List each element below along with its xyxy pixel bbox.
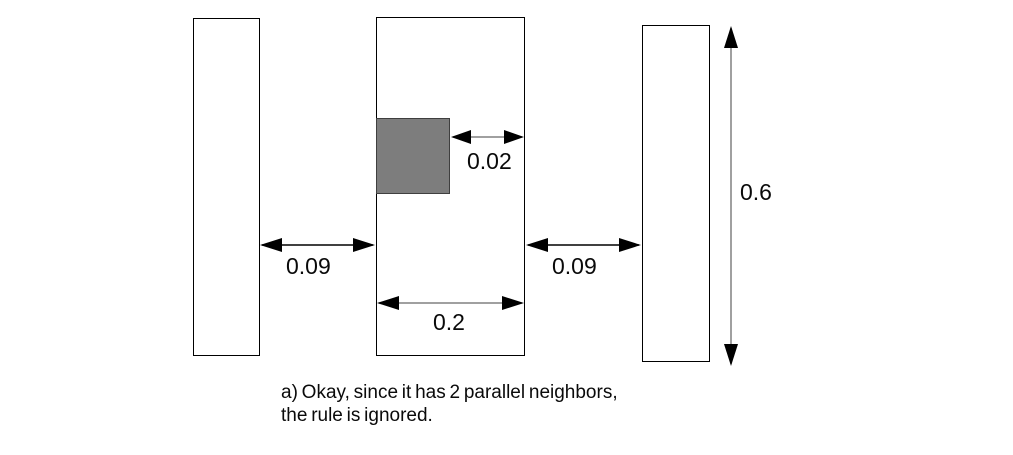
caption-line-2: the rule is ignored. [281, 405, 433, 426]
label-right-gap: 0.09 [552, 253, 597, 279]
label-middle-width: 0.2 [433, 309, 465, 335]
dim-arrow-right-gap [526, 238, 641, 252]
right-neighbor-rect [642, 25, 710, 362]
left-neighbor-rect [193, 18, 260, 356]
label-left-gap: 0.09 [286, 253, 331, 279]
gray-notch-square [376, 118, 450, 194]
dim-arrow-right-height [724, 26, 738, 366]
dim-arrow-left-gap [260, 238, 375, 252]
label-right-height: 0.6 [740, 179, 772, 205]
caption-line-1: a) Okay, since it has 2 parallel neighbo… [281, 382, 618, 403]
figure-caption: a) Okay, since it has 2 parallel neighbo… [281, 381, 618, 427]
label-notch-gap: 0.02 [467, 148, 512, 174]
